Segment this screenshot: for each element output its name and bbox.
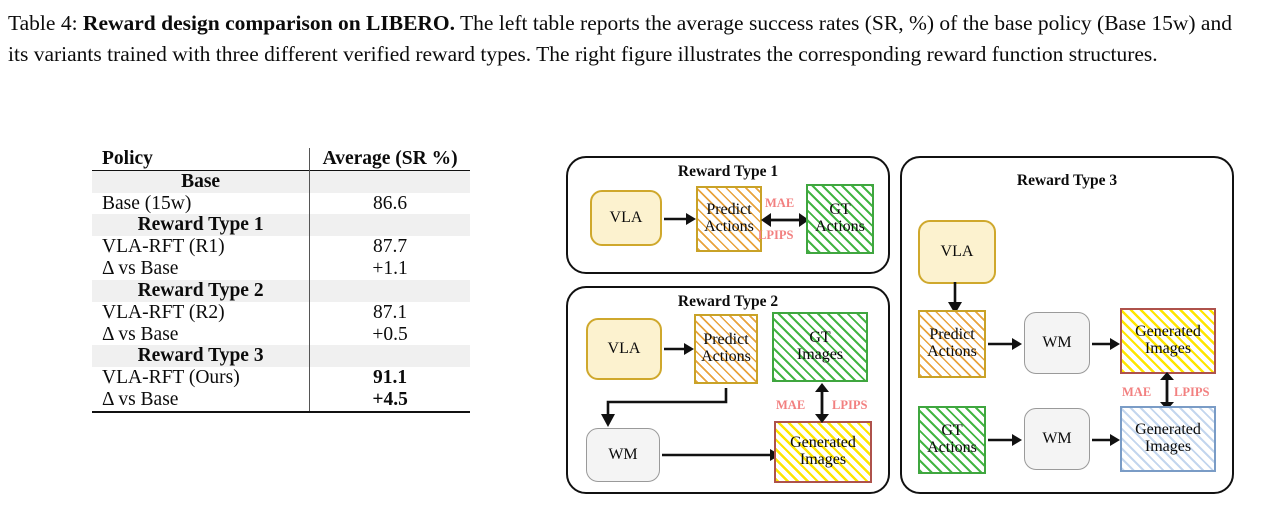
node-wm: WM (586, 428, 660, 482)
group-header-label: Reward Type 3 (92, 345, 310, 368)
node-label: GT Images (796, 329, 844, 363)
node-label: Predict Actions (927, 326, 977, 360)
column-header-policy: Policy (102, 148, 153, 169)
cell-policy: Base (15w) (102, 192, 192, 214)
table-row: Δ vs Base +1.1 (92, 258, 470, 280)
cell-policy: VLA-RFT (R1) (102, 236, 225, 258)
node-label: VLA (609, 208, 643, 226)
node-predict-actions: Predict Actions (694, 314, 758, 384)
node-label: Predict Actions (704, 201, 754, 235)
node-generated-images-bottom: Generated Images (1120, 406, 1216, 472)
node-label: Generated Images (1135, 323, 1201, 357)
table-row: VLA-RFT (R2) 87.1 (92, 301, 470, 324)
group-header-label: Reward Type 2 (92, 279, 310, 302)
panel-reward-type-2: Reward Type 2 VLA Predict Actions GT Ima… (566, 286, 890, 494)
caption-body: The left table reports the average succe… (8, 11, 1232, 66)
cell-average: +4.5 (309, 389, 470, 412)
cell-policy: VLA-RFT (Ours) (102, 367, 240, 389)
results-table: Policy Average (SR %) Base Base (15w) 86… (92, 148, 470, 418)
node-label: Generated Images (790, 434, 856, 468)
column-header-average: Average (SR %) (309, 148, 470, 171)
arrow-wm-to-generated-icon (1092, 338, 1120, 350)
panel-title: Reward Type 3 (1016, 172, 1118, 189)
table-row: Base (15w) 86.6 (92, 192, 470, 215)
metric-label-mae: MAE (1122, 385, 1152, 399)
arrow-predict-to-wm-icon (601, 388, 728, 427)
node-vla: VLA (590, 190, 662, 246)
node-predict-actions: Predict Actions (696, 186, 762, 252)
table-header-row: Policy Average (SR %) (92, 148, 470, 171)
node-vla: VLA (586, 318, 662, 380)
metric-label-lpips: LPIPS (832, 398, 868, 412)
arrow-vla-to-predict-icon (948, 282, 962, 314)
group-header-label: Reward Type 1 (92, 214, 310, 237)
group-header-label: Base (92, 169, 310, 193)
reward-structures-figure: Reward Type 1 VLA Predict Actions MAE LP… (560, 152, 1272, 500)
metric-label-mae: MAE (776, 398, 806, 412)
node-label: VLA (607, 339, 641, 357)
table-row: VLA-RFT (Ours) 91.1 (92, 367, 470, 390)
cell-policy: Δ vs Base (102, 323, 179, 345)
caption-label: Table 4: (8, 11, 78, 35)
cell-average: +0.5 (309, 323, 470, 346)
node-gt-actions: GT Actions (918, 406, 986, 474)
panel-reward-type-1: Reward Type 1 VLA Predict Actions MAE LP… (566, 156, 890, 274)
node-label: GT Actions (927, 422, 977, 456)
group-header-reward-type-3: Reward Type 3 (92, 345, 470, 368)
panel-title: Reward Type 2 (677, 293, 779, 310)
node-vla: VLA (918, 220, 996, 284)
node-wm-top: WM (1024, 312, 1090, 374)
arrow-wm-to-generated-bottom-icon (1092, 434, 1120, 446)
table-row: Δ vs Base +4.5 (92, 389, 470, 412)
node-gt-images: GT Images (772, 312, 868, 382)
group-header-spacer (309, 214, 470, 237)
double-arrow-horizontal-icon (761, 213, 809, 227)
metric-label-lpips: LPIPS (758, 228, 794, 242)
metric-label-mae: MAE (765, 196, 795, 210)
caption-bold-title: Reward design comparison on LIBERO. (82, 11, 456, 35)
node-label: Predict Actions (701, 331, 751, 365)
cell-average: 86.6 (309, 192, 470, 215)
node-gt-actions: GT Actions (806, 184, 874, 254)
panel-reward-type-3: Reward Type 3 VLA Predict Actions WM Gen… (900, 156, 1234, 494)
arrow-gt-to-wm-icon (988, 434, 1022, 446)
group-header-spacer (309, 345, 470, 368)
cell-average: 87.1 (309, 301, 470, 324)
node-generated-images-top: Generated Images (1120, 308, 1216, 374)
arrow-predict-to-wm-icon (988, 338, 1022, 350)
table-row: VLA-RFT (R1) 87.7 (92, 236, 470, 259)
node-wm-bottom: WM (1024, 408, 1090, 470)
node-predict-actions: Predict Actions (918, 310, 986, 378)
cell-average: 87.7 (309, 236, 470, 259)
metric-label-lpips: LPIPS (1174, 385, 1210, 399)
panel-title: Reward Type 1 (677, 163, 779, 180)
node-label: GT Actions (815, 201, 865, 235)
cell-policy: Δ vs Base (102, 258, 179, 280)
table-row: Δ vs Base +0.5 (92, 323, 470, 346)
node-generated-images: Generated Images (774, 421, 872, 483)
table-bottom-rule (92, 410, 470, 418)
arrow-wm-to-generated-icon (662, 449, 780, 461)
group-header-base: Base (92, 169, 470, 193)
table-caption: Table 4: Reward design comparison on LIB… (8, 8, 1238, 70)
node-label: WM (1042, 429, 1072, 447)
arrow-vla-to-predict-icon (664, 213, 696, 225)
node-label: VLA (940, 242, 974, 260)
arrow-vla-to-predict-icon (664, 343, 694, 355)
node-label: WM (1042, 333, 1072, 351)
group-header-reward-type-2: Reward Type 2 (92, 279, 470, 302)
cell-average: 91.1 (309, 367, 470, 390)
group-header-spacer (309, 279, 470, 302)
cell-policy: VLA-RFT (R2) (102, 301, 225, 323)
double-arrow-vertical-icon (815, 383, 829, 423)
cell-policy: Δ vs Base (102, 389, 179, 411)
group-header-reward-type-1: Reward Type 1 (92, 214, 470, 237)
results-table-container: Policy Average (SR %) Base Base (15w) 86… (92, 148, 470, 418)
group-header-spacer (309, 169, 470, 193)
node-label: Generated Images (1135, 421, 1201, 455)
cell-average: +1.1 (309, 258, 470, 280)
node-label: WM (608, 445, 638, 463)
